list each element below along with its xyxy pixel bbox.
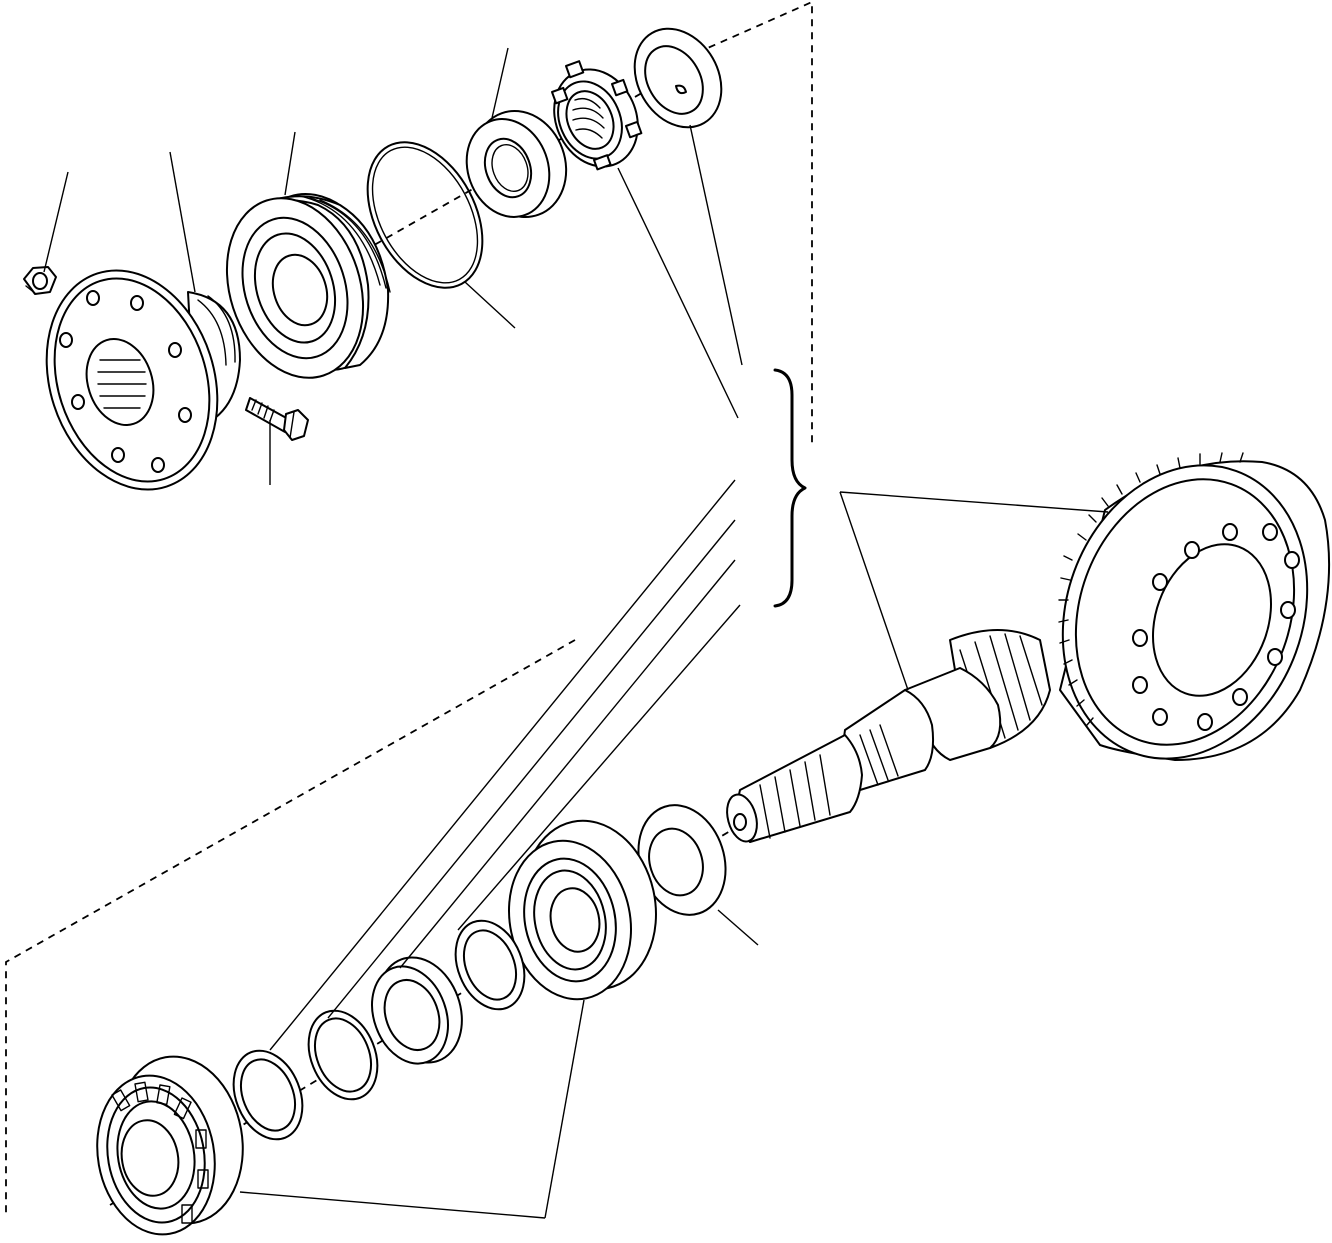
o-ring-icon: [344, 123, 506, 308]
leader-lines: [44, 48, 1108, 1218]
curly-brace-icon: [775, 370, 805, 606]
seal-icon: [453, 98, 580, 230]
bearing-icon: [85, 1047, 256, 1243]
pinion-icon: [722, 630, 1050, 845]
dashed-boundary: [6, 2, 812, 1218]
nut-icon: [24, 267, 56, 294]
ring-gear-icon: [1023, 431, 1332, 794]
bearing-cup-icon: [359, 946, 476, 1075]
shim-icon: [221, 1040, 315, 1149]
slotted-nut-icon: [539, 56, 653, 180]
washer-icon: [617, 13, 738, 143]
flange-icon: [19, 248, 244, 512]
bolt-icon: [246, 398, 308, 440]
housing-icon: [205, 176, 409, 396]
bearing-icon: [495, 808, 672, 1010]
shim-icon: [296, 1000, 390, 1109]
ring-icon: [443, 910, 537, 1019]
